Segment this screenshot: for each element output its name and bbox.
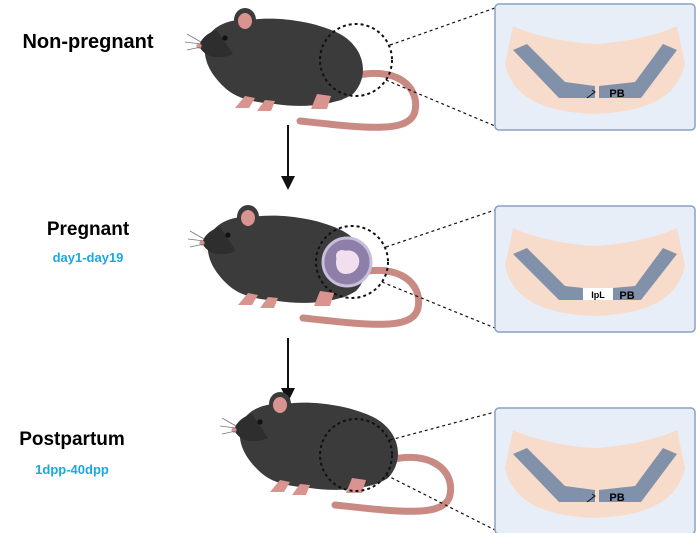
stage-sublabel: 1dpp-40dpp	[35, 462, 109, 477]
pubic-bone-panel: PB	[494, 3, 696, 131]
pubic-bone	[513, 248, 677, 300]
pubic-bone-panel: IpL PB	[494, 205, 696, 333]
embryo-icon	[321, 236, 373, 288]
mouse-icon	[185, 8, 416, 127]
pubic-bone	[513, 448, 677, 503]
down-arrow-icon	[281, 125, 295, 190]
stage-label: Postpartum	[19, 429, 125, 450]
pubic-bone-panel: PB	[494, 407, 696, 533]
down-arrow-icon	[281, 338, 295, 402]
pb-label: PB	[619, 290, 634, 302]
mouse-icon	[188, 205, 419, 324]
pubic-bone	[513, 44, 677, 99]
stage-label: Pregnant	[47, 219, 130, 240]
pb-label: PB	[609, 492, 624, 504]
pb-label: PB	[609, 88, 624, 100]
stage-label: Non-pregnant	[22, 31, 153, 53]
magnifier-circle-icon	[319, 418, 393, 492]
magnifier-circle-icon	[319, 23, 393, 97]
stage-sublabel: day1-day19	[53, 250, 124, 265]
ipl-label: IpL	[591, 290, 605, 300]
magnifier-circle-icon	[315, 225, 389, 299]
mouse-icon	[220, 392, 451, 511]
